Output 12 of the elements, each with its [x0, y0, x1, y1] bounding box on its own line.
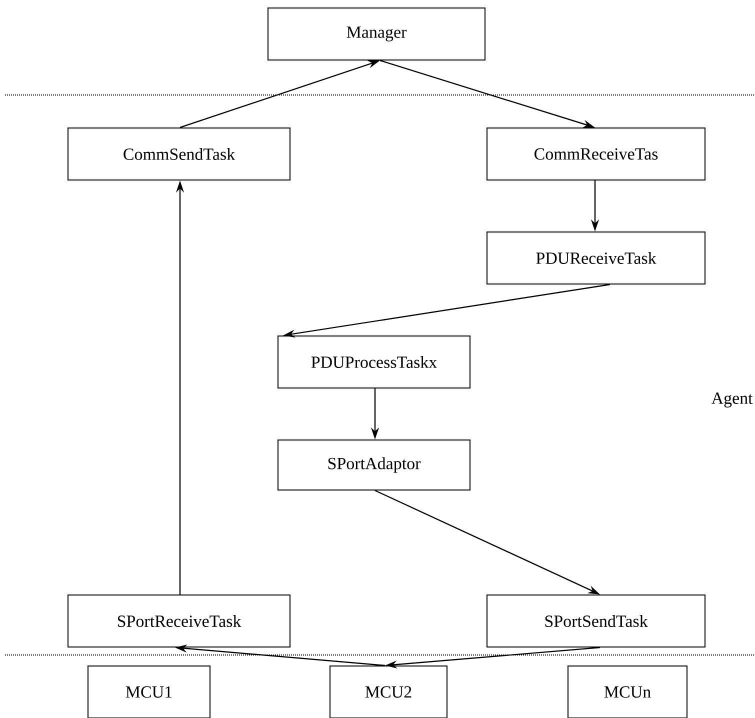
task-box: CommReceiveTas: [486, 128, 706, 180]
task-box: SPortAdaptor: [278, 440, 470, 490]
task-box: MCU1: [88, 666, 210, 718]
task-box: Manager: [268, 8, 486, 60]
task-box: MCU2: [330, 666, 448, 718]
layer-label: Agent: [711, 392, 753, 408]
task-box: SPortSendTask: [486, 594, 706, 648]
task-box: PDUReceiveTask: [486, 232, 706, 284]
task-box: MCUn: [568, 666, 688, 718]
task-box: CommSendTask: [68, 128, 290, 180]
task-box: SPortReceiveTask: [68, 594, 290, 648]
task-box: PDUProcessTaskx: [278, 336, 470, 388]
